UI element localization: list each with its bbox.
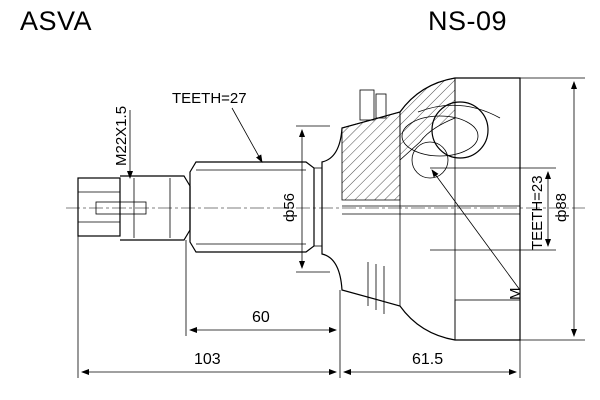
diameter-shaft-label: ф56 [281, 193, 298, 222]
thread-label: M22X1.5 [113, 106, 130, 166]
joint-housing [321, 77, 521, 341]
spline-shaft [189, 161, 322, 253]
dim-60-label: 60 [252, 309, 270, 326]
marker-m-leader [431, 169, 521, 291]
marker-m-label: M [507, 288, 524, 301]
brand-name: ASVA [20, 6, 93, 36]
teeth-outer-leader [231, 107, 263, 163]
part-number: NS-09 [428, 6, 508, 36]
dim-615-label: 61.5 [412, 351, 443, 368]
teeth-inner-label: TEETH=23 [529, 175, 546, 250]
teeth-outer-label: TEETH=27 [172, 90, 247, 107]
diameter-housing-label: ф88 [553, 193, 570, 222]
dim-103-label: 103 [194, 351, 221, 368]
ball-cage [401, 101, 501, 179]
